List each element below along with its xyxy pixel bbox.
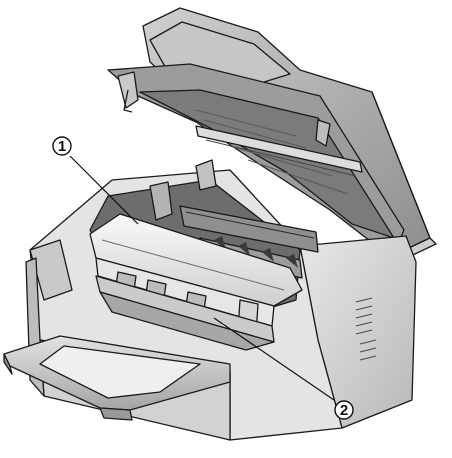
callout-1: 1	[52, 136, 72, 156]
drum-unit	[95, 275, 275, 351]
callout-1-label: 1	[58, 138, 66, 155]
scanner-lid	[107, 7, 437, 263]
callout-2: 2	[334, 400, 354, 420]
callout-2-label: 2	[340, 402, 348, 419]
leader-line-2	[213, 317, 335, 401]
paper-tray	[3, 335, 231, 421]
callout-leaders	[69, 155, 335, 401]
leader-line-1	[69, 155, 139, 225]
toner-cartridge	[89, 213, 303, 335]
